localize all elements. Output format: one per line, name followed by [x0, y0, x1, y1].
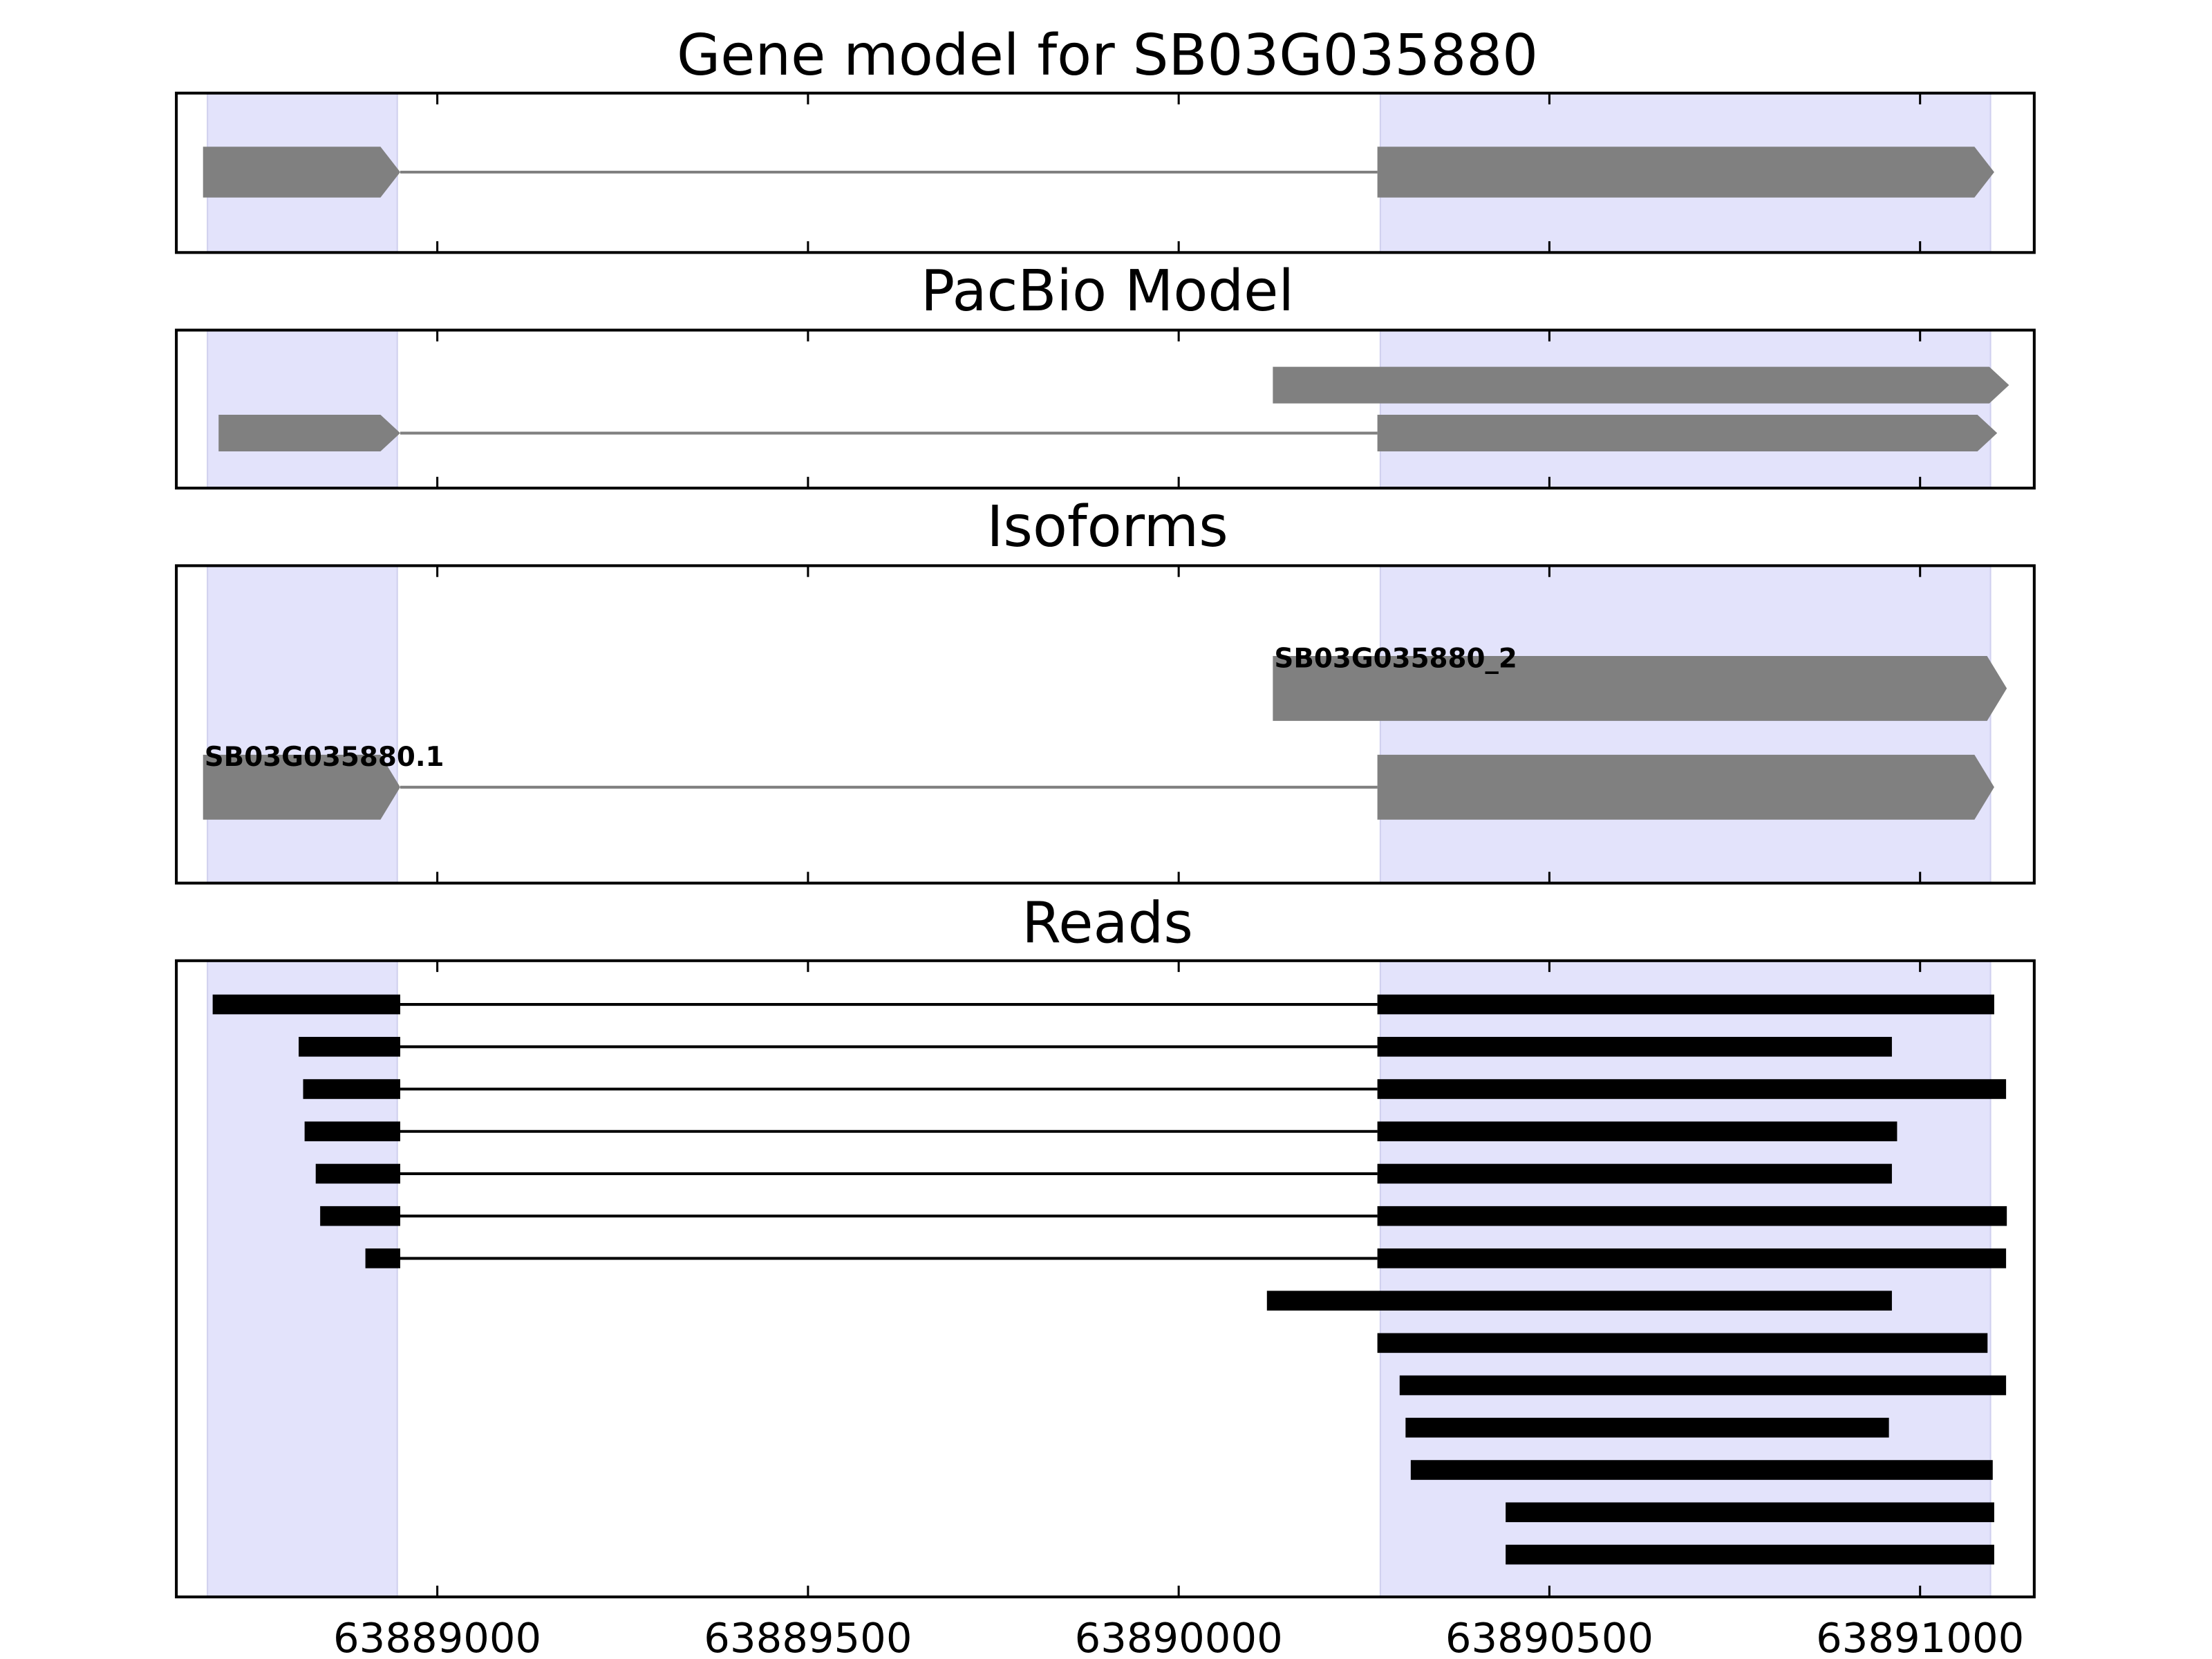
read-block: [304, 1121, 401, 1142]
panel-title-gene-model: Gene model for SB03G035880: [677, 23, 1538, 88]
read-block: [315, 1163, 401, 1184]
exon-block: [1377, 147, 1994, 198]
read-block: [1377, 1163, 1892, 1184]
read-block: [303, 1079, 401, 1099]
exon-block: [203, 754, 401, 820]
read-block: [1405, 1418, 1889, 1438]
transcript-track: SB03G035880.1: [203, 742, 1994, 820]
read-block: [1377, 1333, 1988, 1353]
x-tick-label: 63890500: [1445, 1614, 1653, 1659]
shaded-exon-region: [1379, 959, 1991, 1598]
read-block: [212, 994, 401, 1015]
isoform-label: SB03G035880_2: [1274, 643, 1517, 674]
x-tick-label: 63889000: [333, 1614, 541, 1659]
isoform-label: SB03G035880.1: [205, 742, 444, 773]
panel-frame: [175, 564, 2036, 885]
shaded-exon-region: [207, 329, 398, 489]
read: [299, 1037, 1892, 1057]
panel-3: [175, 959, 2036, 1599]
panel-title-reads: Reads: [1022, 890, 1193, 956]
read: [304, 1121, 1897, 1142]
panel-title-isoforms: Isoforms: [986, 494, 1228, 560]
read: [320, 1206, 2007, 1226]
read-block: [365, 1248, 401, 1268]
exon-block: [203, 147, 401, 198]
exon-block: [1377, 754, 1994, 820]
shaded-exon-region: [1379, 329, 1991, 489]
shaded-exon-region: [1379, 565, 1991, 884]
panel-frame: [175, 959, 2036, 1599]
shaded-exon-region: [207, 565, 398, 884]
read-block: [1377, 1206, 2007, 1226]
read-block: [1410, 1460, 1993, 1480]
read: [1405, 1418, 1889, 1438]
read: [212, 994, 1994, 1015]
shaded-exon-region: [207, 959, 398, 1598]
x-tick-label: 63889500: [704, 1614, 912, 1659]
read-block: [1377, 994, 1994, 1015]
read: [1410, 1460, 1993, 1480]
x-tick-label: 63890000: [1075, 1614, 1283, 1659]
exon-block: [1273, 366, 2009, 404]
exon-block: [1377, 415, 1998, 452]
read: [303, 1079, 2007, 1099]
panel-title-pacbio: PacBio Model: [921, 259, 1294, 324]
exon-block: [218, 415, 401, 452]
read-block: [1399, 1375, 2007, 1396]
read-block: [1377, 1079, 2007, 1099]
read: [1506, 1544, 1994, 1565]
panel-frame: [175, 91, 2036, 254]
read-block: [299, 1037, 401, 1057]
read: [1506, 1502, 1994, 1523]
transcript-track: [203, 147, 1994, 198]
read: [1399, 1375, 2007, 1396]
exon-block: [1273, 655, 2007, 721]
read-block: [320, 1206, 401, 1226]
read-block: [1377, 1037, 1892, 1057]
read-block: [1506, 1502, 1994, 1523]
panel-0: [175, 91, 2036, 254]
transcript-track: [218, 415, 1998, 452]
transcript-track: SB03G035880_2: [1273, 643, 2007, 721]
read: [1266, 1291, 1892, 1311]
transcript-track: [1273, 366, 2009, 404]
read-block: [1377, 1121, 1897, 1142]
read-block: [1506, 1544, 1994, 1565]
read-block: [1266, 1291, 1892, 1311]
read-block: [1377, 1248, 2007, 1268]
panel-frame: [175, 328, 2036, 490]
read: [315, 1163, 1892, 1184]
read: [365, 1248, 2007, 1268]
read: [1377, 1333, 1988, 1353]
x-tick-label: 63891000: [1816, 1614, 2024, 1659]
panel-1: [175, 328, 2036, 490]
